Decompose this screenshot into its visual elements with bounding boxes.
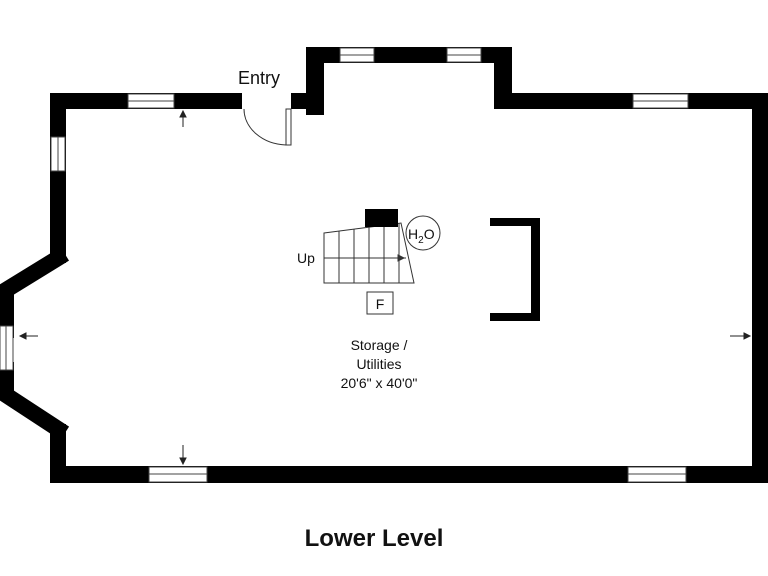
window-bay [0, 325, 14, 371]
stairs [323, 222, 415, 284]
chimney-block [365, 209, 398, 227]
room-name-line2: Utilities [356, 356, 401, 372]
window-top-right [632, 93, 689, 109]
water-heater-suffix: O [424, 226, 435, 242]
window-top-left [127, 93, 175, 109]
window-bumpout-left [339, 47, 375, 63]
stairs-up-label: Up [297, 250, 315, 266]
room-name-line1: Storage / [351, 337, 408, 353]
interior-partial-wall [490, 218, 540, 321]
window-bottom-left [148, 466, 208, 483]
level-title: Lower Level [305, 525, 444, 552]
window-bottom-right [627, 466, 687, 483]
furnace: F [366, 291, 394, 315]
window-left [50, 136, 66, 172]
room-dimensions: 20'6" x 40'0" [341, 375, 418, 391]
bay-walls [0, 246, 70, 441]
furnace-label: F [376, 296, 385, 312]
water-heater: H2O [405, 215, 441, 251]
water-heater-label: H [408, 226, 418, 242]
svg-text:H2O: H2O [408, 226, 435, 246]
windows [0, 47, 689, 483]
wall-arrows [18, 109, 752, 466]
entry-label: Entry [238, 68, 280, 88]
entry-door [243, 108, 292, 146]
water-heater-subscript: 2 [418, 235, 424, 246]
window-bumpout-right [446, 47, 482, 63]
